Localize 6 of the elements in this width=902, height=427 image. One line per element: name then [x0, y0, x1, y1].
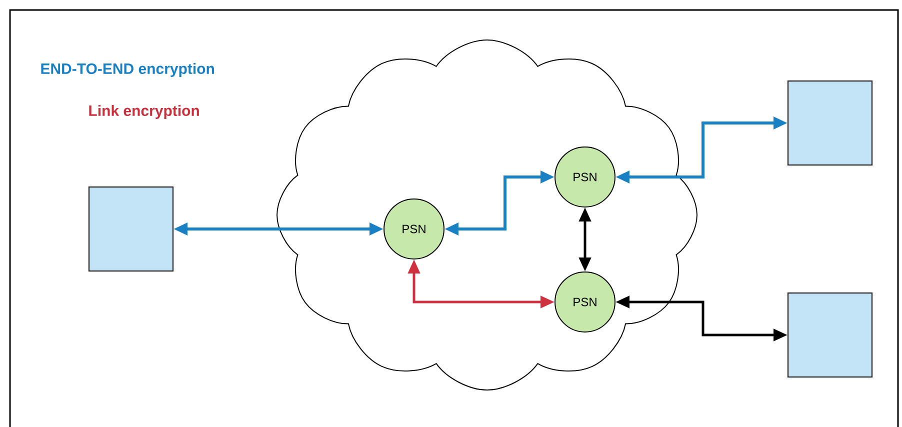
- legend-text: END-TO-END encryption: [41, 63, 214, 77]
- host-box: [788, 292, 872, 378]
- host-box: [88, 186, 174, 272]
- network-cloud: [276, 40, 698, 390]
- legend-text: Link encryption: [89, 105, 199, 119]
- host-box: [788, 80, 872, 166]
